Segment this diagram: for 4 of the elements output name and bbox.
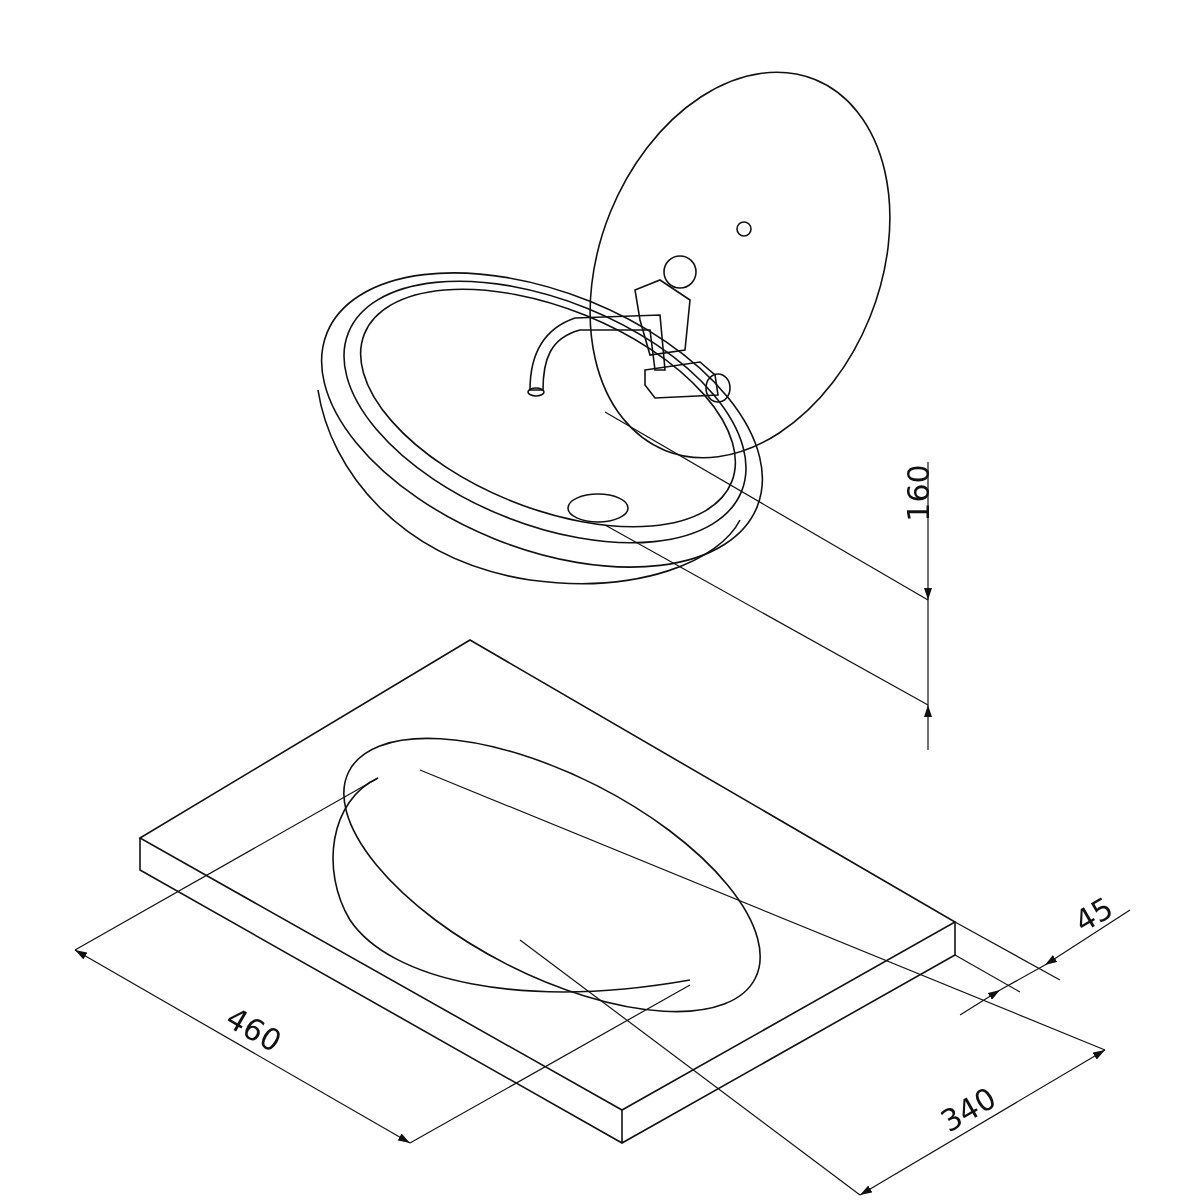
dimension-label: 160 bbox=[903, 464, 934, 522]
dimension-label: 340 bbox=[936, 1082, 1001, 1138]
dimension-label: 460 bbox=[221, 1002, 286, 1058]
dimension-label: 45 bbox=[1070, 892, 1119, 938]
